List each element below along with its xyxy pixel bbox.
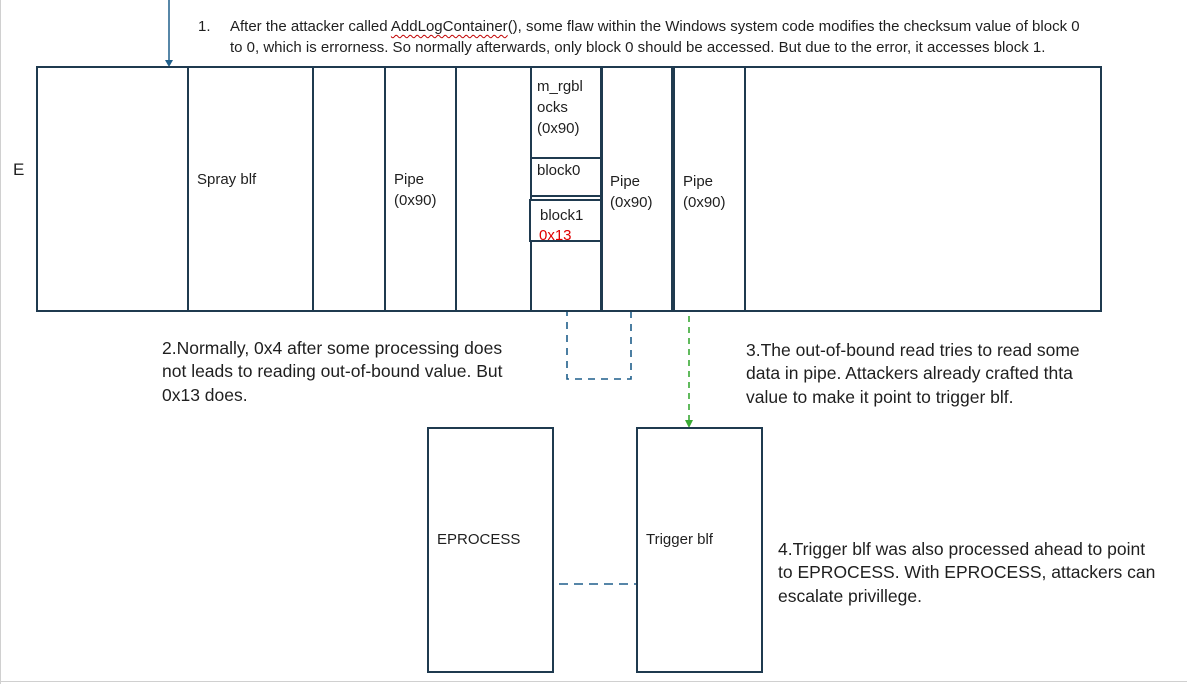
block1-value: 0x13 bbox=[539, 227, 572, 244]
pipe-a-line1: Pipe bbox=[394, 171, 425, 188]
block1-label: block1 bbox=[540, 207, 584, 224]
pipe-b-line2: (0x90) bbox=[610, 194, 653, 211]
step2-line3: 0x13 does. bbox=[162, 385, 248, 405]
step1-function-name: AddLogContainer bbox=[390, 18, 508, 35]
frame-bottom-line bbox=[0, 681, 1187, 682]
pipe-segment-c: Pipe (0x90) bbox=[673, 66, 746, 312]
pipe-b-line1: Pipe bbox=[610, 173, 641, 190]
top-pointer-arrowhead bbox=[165, 60, 173, 67]
block0-label: block0 bbox=[537, 162, 581, 179]
step1-number: 1. bbox=[198, 18, 211, 35]
spray-blf-segment: Spray blf bbox=[187, 66, 314, 312]
step3-line2: data in pipe. Attackers already crafted … bbox=[746, 363, 1073, 383]
eprocess-box: EPROCESS bbox=[427, 427, 554, 673]
step3-line1: 3.The out-of-bound read tries to read so… bbox=[746, 340, 1080, 360]
side-label: E bbox=[13, 160, 25, 179]
pipe-c-line1: Pipe bbox=[683, 173, 714, 190]
step1-line2: to 0, which is errorness. So normally af… bbox=[230, 39, 1046, 56]
pipe-to-trigger-arrowhead bbox=[685, 420, 693, 428]
spray-blf-label: Spray blf bbox=[197, 171, 257, 188]
pipe-c-line2: (0x90) bbox=[683, 194, 726, 211]
rgblocks-line3: (0x90) bbox=[537, 120, 580, 137]
frame-left-line bbox=[0, 0, 1, 684]
step2-line1: 2.Normally, 0x4 after some processing do… bbox=[162, 338, 503, 358]
step2-line2: not leads to reading out-of-bound value.… bbox=[162, 361, 503, 381]
trigger-blf-box: Trigger blf bbox=[636, 427, 763, 673]
step1-line1: After the attacker called AddLogContaine… bbox=[230, 16, 1080, 37]
pipe-a-line2: (0x90) bbox=[394, 192, 437, 209]
step4-line3: escalate privillege. bbox=[778, 586, 922, 606]
step1-line1-after: (), some flaw within the Windows system … bbox=[507, 18, 1080, 35]
rgblocks-line2: ocks bbox=[537, 99, 568, 116]
step1-line1-before: After the attacker called bbox=[230, 18, 391, 35]
step4-line2: to EPROCESS. With EPROCESS, attackers ca… bbox=[778, 562, 1156, 582]
rgblocks-line1: m_rgbl bbox=[537, 78, 583, 95]
eprocess-label: EPROCESS bbox=[437, 531, 521, 548]
block1-cell: block1 0x13 bbox=[529, 199, 602, 244]
trigger-blf-label: Trigger blf bbox=[646, 531, 713, 548]
pipe-segment-a: Pipe (0x90) bbox=[384, 66, 457, 312]
pipe-segment-b: Pipe (0x90) bbox=[601, 66, 673, 312]
step4-line1: 4.Trigger blf was also processed ahead t… bbox=[778, 539, 1146, 559]
step3-line3: value to make it point to trigger blf. bbox=[746, 387, 1014, 407]
block0-cell: block0 bbox=[530, 157, 602, 197]
